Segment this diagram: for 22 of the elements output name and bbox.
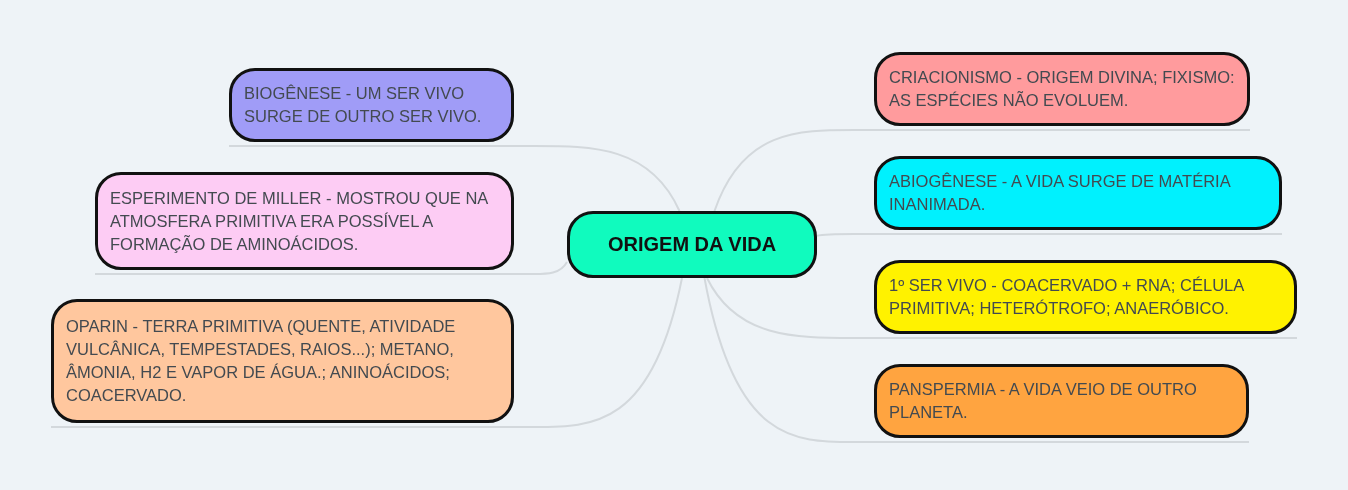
topic-text: OPARIN - TERRA PRIMITIVA (QUENTE, ATIVIDADE VULCÂNICA, TEMPESTADES, RAIOS...); METANO, ÂMONIA, H2 E VAPOR DE ÁGUA.; ANINOÁCIDOS; COACERVADO. xyxy=(66,316,457,406)
topic-text: ABIOGÊNESE - A VIDA SURGE DE MATÉRIA INANIMADA. xyxy=(889,171,1232,215)
connector-line xyxy=(713,129,1251,212)
topic-box xyxy=(874,52,1250,126)
topic-box xyxy=(874,364,1249,438)
connector-line xyxy=(228,145,681,212)
topic-text: ESPERIMENTO DE MILLER - MOSTROU QUE NA ATMOSFERA PRIMITIVA ERA POSSÍVEL A FORMAÇÃO DE AMINOÁCIDOS. xyxy=(110,187,489,255)
topic-text: ORIGEM DA VIDA xyxy=(606,233,778,256)
topic-text: BIOGÊNESE - UM SER VIVO SURGE DE OUTRO SER VIVO. xyxy=(244,83,483,127)
topic-box xyxy=(874,260,1297,334)
topic-box xyxy=(874,156,1282,230)
topic-box xyxy=(229,68,514,142)
connector-line xyxy=(94,260,568,275)
connector-line xyxy=(703,277,1250,443)
topic-text: CRIACIONISMO - ORIGEM DIVINA; FIXISMO: AS ESPÉCIES NÃO EVOLUEM. xyxy=(889,67,1235,111)
topic-text: PANSPERMIA - A VIDA VEIO DE OUTRO PLANETA. xyxy=(889,379,1198,423)
topic-box xyxy=(51,299,514,423)
topic-box xyxy=(95,172,514,270)
central-topic xyxy=(567,211,817,278)
topic-text: 1º SER VIVO - COACERVADO + RNA; CÉLULA PRIMITIVA; HETERÓTROFO; ANAERÓBICO. xyxy=(889,275,1245,319)
connector-line xyxy=(50,277,683,428)
connector-line xyxy=(706,277,1298,339)
